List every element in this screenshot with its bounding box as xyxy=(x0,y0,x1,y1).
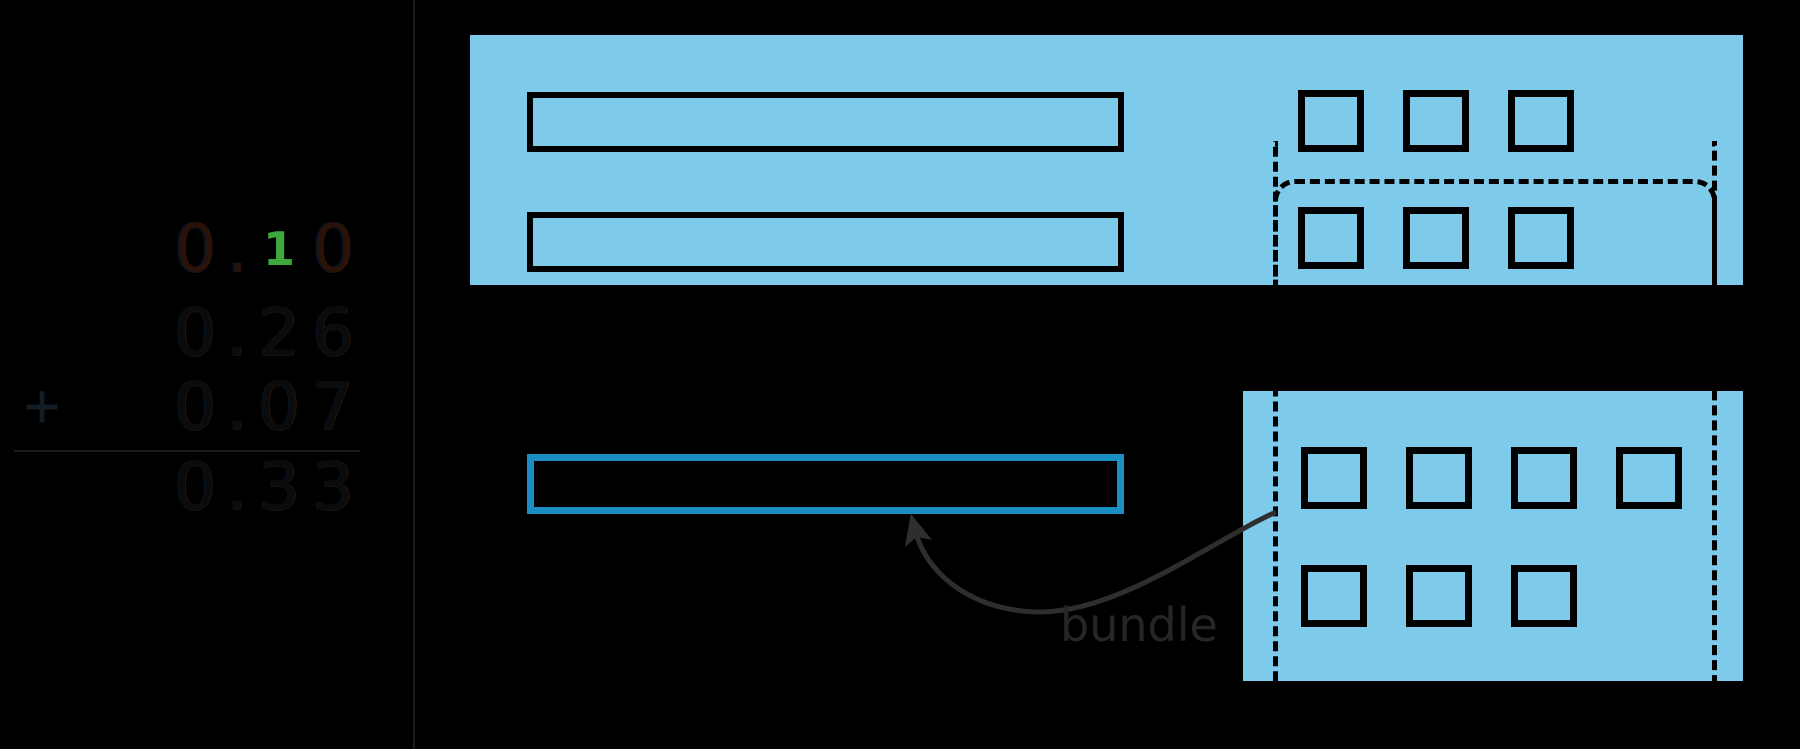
sum-tenths-digit: 3 xyxy=(258,448,300,525)
top-unit-square-5 xyxy=(1403,207,1469,269)
bottom-unit-square-3 xyxy=(1511,447,1577,509)
addend-row-2: 0 . 0 7 xyxy=(0,364,360,450)
sum-decimal-point: . xyxy=(226,448,248,525)
carry-digit: 1 xyxy=(262,222,295,276)
carry-spacer-2: 0 xyxy=(312,210,354,287)
addend1-decimal-point: . xyxy=(226,294,248,371)
panel-divider xyxy=(413,0,415,749)
addend1-tenths-digit: 2 xyxy=(258,294,300,371)
sum-hundredths-digit: 3 xyxy=(312,448,354,525)
bottom-unit-square-1 xyxy=(1301,447,1367,509)
addend1-hundredths-digit: 6 xyxy=(312,294,354,371)
bottom-unit-square-5 xyxy=(1301,565,1367,627)
dashed-bundle-outline-bottom xyxy=(1273,141,1717,749)
bottom-unit-square-2 xyxy=(1406,447,1472,509)
addend2-decimal-point: . xyxy=(226,368,248,445)
top-blocks-region xyxy=(470,35,1743,339)
carry-spacer-dot: . xyxy=(226,210,248,287)
bottom-blocks-region xyxy=(1243,141,1743,749)
vertical-algorithm-panel: 0 . 1 0 0 . 2 6 + 0 . 0 7 0 . 3 3 xyxy=(0,0,414,749)
bottom-unit-square-7 xyxy=(1511,565,1577,627)
addend-row-1: 0 . 2 6 xyxy=(0,290,360,376)
carry-spacer-1: 0 xyxy=(174,210,216,287)
sum-rule-line xyxy=(14,450,360,452)
tenths-bar-2 xyxy=(527,212,1124,272)
addend2-tenths-digit: 0 xyxy=(258,368,300,445)
bundle-arrow-path xyxy=(904,509,1278,615)
top-unit-square-2 xyxy=(1403,90,1469,152)
tenths-bar-1 xyxy=(527,92,1124,152)
bottom-unit-square-4 xyxy=(1616,447,1682,509)
top-unit-square-4 xyxy=(1298,207,1364,269)
bottom-unit-square-6 xyxy=(1406,565,1472,627)
top-unit-square-3 xyxy=(1508,90,1574,152)
sum-ones-digit: 0 xyxy=(174,448,216,525)
sum-row: 0 . 3 3 xyxy=(0,444,360,530)
top-unit-square-1 xyxy=(1298,90,1364,152)
addition-operator: + xyxy=(21,378,63,434)
top-unit-square-6 xyxy=(1508,207,1574,269)
bundle-caption: bundle xyxy=(1060,598,1218,652)
carry-row: 0 . 1 0 xyxy=(0,206,360,292)
addend2-hundredths-digit: 7 xyxy=(312,368,354,445)
addend1-ones-digit: 0 xyxy=(174,294,216,371)
regrouped-tenths-bar-highlight[interactable] xyxy=(527,454,1124,514)
addend2-ones-digit: 0 xyxy=(174,368,216,445)
